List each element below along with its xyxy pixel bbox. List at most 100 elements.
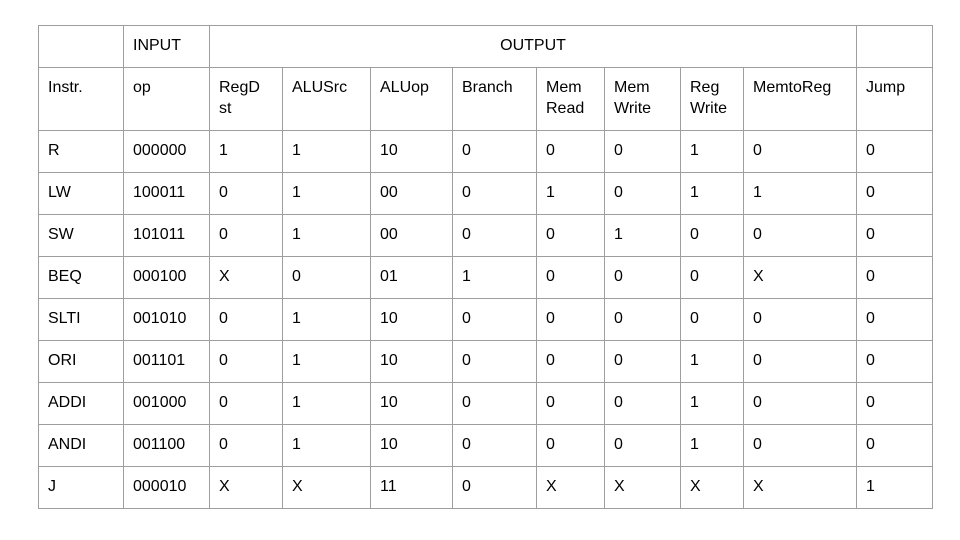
table-cell: 0 xyxy=(536,382,605,425)
table-cell: 1 xyxy=(452,256,537,299)
column-header-row: Instr. op RegD st ALUSrc ALUop Branch Me… xyxy=(38,67,934,131)
column-header-op: op xyxy=(123,67,210,131)
table-cell: 101011 xyxy=(123,214,210,257)
table-cell: 0 xyxy=(209,340,283,383)
table-cell: 0 xyxy=(680,298,744,341)
table-cell: 0 xyxy=(856,172,934,215)
table-cell: 1 xyxy=(604,214,681,257)
table-cell: 0 xyxy=(452,424,537,467)
table-cell: 1 xyxy=(209,130,283,173)
table-cell: 1 xyxy=(680,130,744,173)
table-cell: X xyxy=(209,466,283,509)
column-header-aluop: ALUop xyxy=(370,67,453,131)
table-cell: X xyxy=(742,466,858,509)
table-cell: ORI xyxy=(38,340,124,383)
table-cell: 01 xyxy=(370,256,453,299)
table-cell: 001010 xyxy=(123,298,210,341)
table-cell: 0 xyxy=(742,424,858,467)
table-cell: 1 xyxy=(536,172,605,215)
table-cell: 0 xyxy=(536,130,605,173)
table-cell: 10 xyxy=(370,298,453,341)
table-cell: 1 xyxy=(282,172,371,215)
table-cell: ANDI xyxy=(38,424,124,467)
table-cell: 001101 xyxy=(123,340,210,383)
table-cell: 0 xyxy=(209,214,283,257)
table-cell: J xyxy=(38,466,124,509)
column-header-memwrite: Mem Write xyxy=(604,67,681,131)
table-cell: SW xyxy=(38,214,124,257)
table-cell: 0 xyxy=(856,298,934,341)
table-cell: X xyxy=(604,466,681,509)
table-cell: 0 xyxy=(452,214,537,257)
column-header-regwrite: Reg Write xyxy=(680,67,744,131)
table-cell: 1 xyxy=(742,172,858,215)
table-cell: 0 xyxy=(209,172,283,215)
table-cell: X xyxy=(680,466,744,509)
table-cell: SLTI xyxy=(38,298,124,341)
table-cell: 0 xyxy=(536,298,605,341)
table-cell: 000010 xyxy=(123,466,210,509)
table-cell: 0 xyxy=(856,340,934,383)
table-cell: 0 xyxy=(452,130,537,173)
table-cell: X xyxy=(536,466,605,509)
table-cell: 0 xyxy=(604,130,681,173)
output-group-header: OUTPUT xyxy=(208,25,858,68)
table-cell: 0 xyxy=(209,382,283,425)
table-cell: 0 xyxy=(209,298,283,341)
table-cell: 000000 xyxy=(123,130,210,173)
table-cell: R xyxy=(38,130,124,173)
column-header-jump: Jump xyxy=(856,67,934,131)
table-cell: BEQ xyxy=(38,256,124,299)
table-cell: 0 xyxy=(742,130,858,173)
table-cell: 1 xyxy=(282,382,371,425)
table-cell: 0 xyxy=(680,214,744,257)
table-cell: 0 xyxy=(536,424,605,467)
table-cell: 0 xyxy=(680,256,744,299)
table-cell: 0 xyxy=(856,130,934,173)
table-cell: 0 xyxy=(452,298,537,341)
table-cell: X xyxy=(209,256,283,299)
table-cell: 1 xyxy=(680,424,744,467)
empty-header-cell xyxy=(38,25,124,68)
table-cell: 00 xyxy=(370,214,453,257)
table-cell: 1 xyxy=(680,340,744,383)
table-cell: 11 xyxy=(370,466,453,509)
table-cell: 0 xyxy=(536,340,605,383)
column-header-memtoreg: MemtoReg xyxy=(742,67,858,131)
control-signal-table: INPUT OUTPUT Instr. op RegD st ALUSrc AL… xyxy=(38,25,934,509)
table-cell: 10 xyxy=(370,130,453,173)
table-cell: 00 xyxy=(370,172,453,215)
table-cell: 001000 xyxy=(123,382,210,425)
table-cell: 1 xyxy=(282,130,371,173)
table-cell: 0 xyxy=(856,256,934,299)
table-cell: 1 xyxy=(680,382,744,425)
table-cell: X xyxy=(742,256,858,299)
table-cell: 0 xyxy=(209,424,283,467)
table-cell: 0 xyxy=(604,172,681,215)
table-cell: 0 xyxy=(742,214,858,257)
table-cell: 10 xyxy=(370,340,453,383)
column-header-instr: Instr. xyxy=(38,67,124,131)
table-cell: 0 xyxy=(536,256,605,299)
table-cell: 1 xyxy=(282,424,371,467)
table-cell: X xyxy=(282,466,371,509)
table-cell: 0 xyxy=(282,256,371,299)
column-header-regdst: RegD st xyxy=(209,67,283,131)
table-cell: 0 xyxy=(604,256,681,299)
table-cell: 0 xyxy=(452,466,537,509)
table-cell: 0 xyxy=(856,382,934,425)
table-cell: 000100 xyxy=(123,256,210,299)
table-cell: 1 xyxy=(680,172,744,215)
table-cell: 1 xyxy=(282,214,371,257)
table-cell: 0 xyxy=(604,424,681,467)
column-header-memread: Mem Read xyxy=(536,67,605,131)
table-cell: ADDI xyxy=(38,382,124,425)
